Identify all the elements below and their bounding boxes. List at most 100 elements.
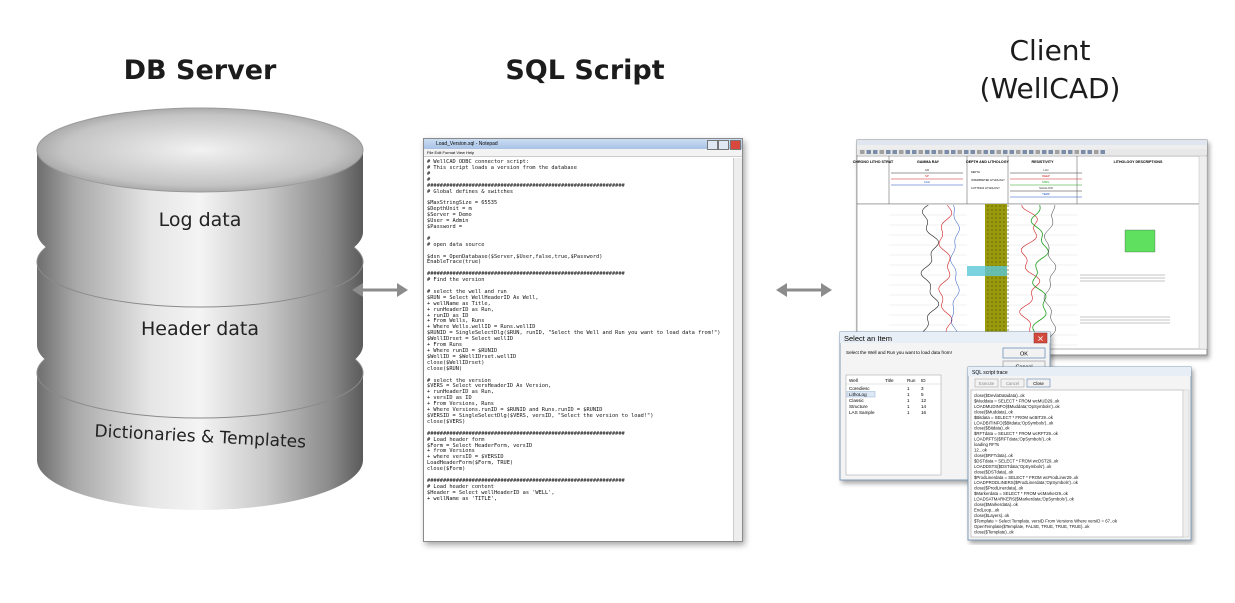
toolbar-icon[interactable] xyxy=(977,150,982,154)
toolbar-icon[interactable] xyxy=(1035,150,1041,154)
toolbar-icon[interactable] xyxy=(957,150,963,154)
toolbar-icon[interactable] xyxy=(1042,150,1047,154)
lithology-dot xyxy=(1003,329,1005,331)
select-list-cell[interactable]: 16 xyxy=(921,410,927,415)
lithology-dot xyxy=(987,261,989,263)
toolbar-icon[interactable] xyxy=(1022,150,1028,154)
minimize-button[interactable] xyxy=(707,140,718,150)
wellcad-scrollbar[interactable] xyxy=(1198,155,1208,350)
lithology-dot xyxy=(999,205,1001,207)
toolbar-icon[interactable] xyxy=(1061,150,1067,154)
select-list-cell[interactable]: Corediesc xyxy=(849,386,870,391)
lithology-dot xyxy=(987,329,989,331)
toolbar-icon[interactable] xyxy=(873,150,878,154)
toolbar-icon[interactable] xyxy=(1087,150,1093,154)
selected-row-highlight[interactable] xyxy=(846,391,876,398)
lithology-dot xyxy=(1003,309,1005,311)
toolbar-icon[interactable] xyxy=(1100,150,1106,154)
wellcad-toolbar[interactable] xyxy=(860,150,1105,154)
log-curve xyxy=(1019,204,1041,350)
select-dialog-close-button[interactable]: ✕ xyxy=(1033,332,1048,344)
select-list-cell[interactable]: 12 xyxy=(921,398,927,403)
lithology-dot xyxy=(1003,209,1005,211)
sql-trace-scrollbar[interactable] xyxy=(1182,389,1190,538)
toolbar-icon[interactable] xyxy=(892,150,898,154)
sql-script-title: SQL Script xyxy=(505,55,665,86)
lithology-dot xyxy=(999,209,1001,211)
select-list-cell[interactable]: Classic xyxy=(849,398,865,403)
toolbar-icon[interactable] xyxy=(1081,150,1086,154)
select-list-cell[interactable]: LithoLog xyxy=(849,392,867,397)
toolbar-icon[interactable] xyxy=(990,150,995,154)
code-line: + Where Wells.wellID = Runs.wellID xyxy=(427,324,536,331)
select-list-cell[interactable]: 1 xyxy=(907,404,910,409)
trace-line: $Bitdata = SELECT * FROM wcBIT29..ok xyxy=(974,415,1054,420)
trace-line: close($Muddata)..ok xyxy=(974,409,1014,414)
toolbar-icon[interactable] xyxy=(925,150,930,154)
lithology-dot xyxy=(991,213,993,215)
lithology-dot xyxy=(991,233,993,235)
lithology-dot xyxy=(1003,305,1005,307)
toolbar-icon[interactable] xyxy=(1074,150,1080,154)
code-line: # open data source xyxy=(427,241,485,248)
select-list-cell[interactable]: LAS Sample xyxy=(849,410,875,415)
toolbar-icon[interactable] xyxy=(866,150,872,154)
notepad-scrollbar[interactable] xyxy=(733,158,742,541)
toolbar-icon[interactable] xyxy=(1009,150,1015,154)
toolbar-icon[interactable] xyxy=(938,150,943,154)
log-column-title: RESISTIVITY xyxy=(1032,160,1055,164)
trace-line: close($Bitdata)..ok xyxy=(974,426,1010,431)
toolbar-icon[interactable] xyxy=(1003,150,1008,154)
toolbar-icon[interactable] xyxy=(899,150,904,154)
lithology-dot xyxy=(987,229,989,231)
lithology-dot xyxy=(987,297,989,299)
code-line: + runHeaderID as Run, xyxy=(427,389,494,396)
toolbar-icon[interactable] xyxy=(983,150,989,154)
curve-name: SP xyxy=(925,174,929,178)
notepad-text-area[interactable]: # WellCAD ODBC connector script:# This s… xyxy=(424,158,733,541)
select-list-cell[interactable]: 1 xyxy=(907,398,910,403)
select-list-cell[interactable]: 1 xyxy=(907,392,910,397)
toolbar-icon[interactable] xyxy=(860,150,865,154)
toolbar-icon[interactable] xyxy=(886,150,891,154)
toolbar-icon[interactable] xyxy=(996,150,1002,154)
toolbar-icon[interactable] xyxy=(1048,150,1054,154)
ok-button[interactable]: OK xyxy=(1002,347,1046,359)
toolbar-icon[interactable] xyxy=(1094,150,1099,154)
toolbar-icon[interactable] xyxy=(918,150,924,154)
select-list-cell[interactable]: Structure xyxy=(849,404,868,409)
code-line: # Load header content xyxy=(427,483,494,490)
toolbar-icon[interactable] xyxy=(944,150,950,154)
toolbar-icon[interactable] xyxy=(912,150,917,154)
notepad-menubar[interactable]: File Edit Format View Help xyxy=(424,149,742,157)
select-list-cell[interactable]: 3 xyxy=(921,386,924,391)
db-layer-label-log: Log data xyxy=(159,209,242,231)
trace-button[interactable] xyxy=(1000,378,1025,388)
trace-button[interactable] xyxy=(974,378,999,388)
toolbar-icon[interactable] xyxy=(1029,150,1034,154)
close-button[interactable] xyxy=(730,140,741,150)
select-list-cell[interactable]: 1 xyxy=(907,410,910,415)
toolbar-icon[interactable] xyxy=(1055,150,1060,154)
toolbar-icon[interactable] xyxy=(964,150,969,154)
toolbar-icon[interactable] xyxy=(970,150,976,154)
toolbar-icon[interactable] xyxy=(951,150,956,154)
toolbar-icon[interactable] xyxy=(905,150,911,154)
toolbar-icon[interactable] xyxy=(1016,150,1021,154)
select-list-cell[interactable]: 5 xyxy=(921,392,924,397)
lithology-dot xyxy=(991,325,993,327)
toolbar-icon[interactable] xyxy=(879,150,885,154)
trace-button[interactable] xyxy=(1026,378,1051,388)
lithology-dot xyxy=(987,205,989,207)
code-line: + From Versions, Runs xyxy=(427,401,494,408)
maximize-button[interactable] xyxy=(718,140,729,150)
lithology-dot xyxy=(995,205,997,207)
toolbar-icon[interactable] xyxy=(931,150,937,154)
select-list-cell[interactable]: 14 xyxy=(921,404,927,409)
select-list-cell[interactable]: 1 xyxy=(907,386,910,391)
toolbar-icon[interactable] xyxy=(1068,150,1073,154)
lithology-dot xyxy=(999,257,1001,259)
code-line: ########################################… xyxy=(427,271,625,278)
log-column-title: CHRONO LITHO STRAT xyxy=(853,160,894,164)
db-server-title: DB Server xyxy=(123,55,277,86)
